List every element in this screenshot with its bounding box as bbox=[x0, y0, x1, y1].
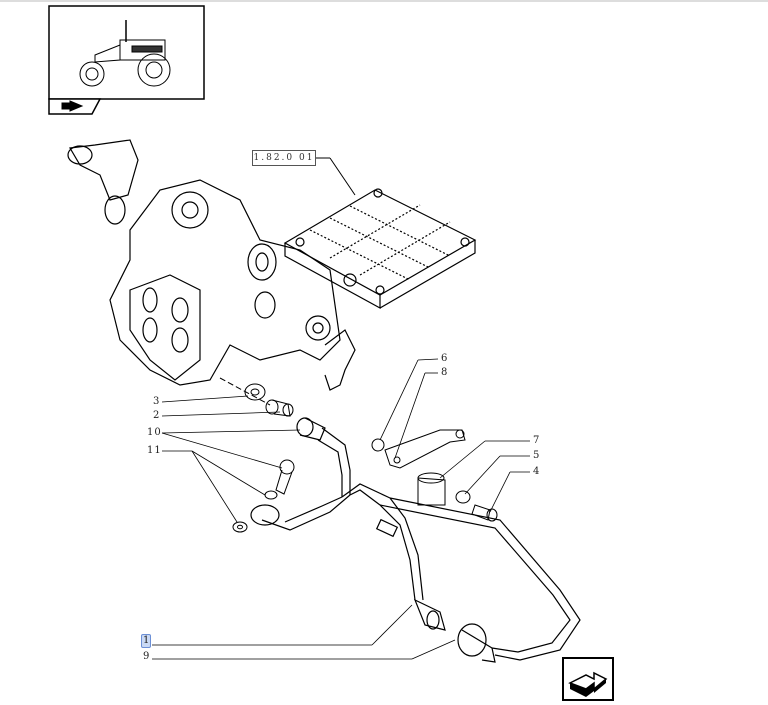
fitting-parts bbox=[232, 459, 295, 533]
tractor-thumbnail-icon[interactable] bbox=[48, 5, 205, 100]
bracket-part bbox=[371, 429, 466, 469]
callout-7[interactable]: 7 bbox=[533, 435, 541, 446]
washer-part bbox=[244, 383, 266, 401]
callout-9[interactable]: 9 bbox=[143, 651, 151, 662]
callout-8[interactable]: 8 bbox=[441, 367, 449, 378]
leader-lines bbox=[152, 358, 530, 660]
callout-5[interactable]: 5 bbox=[533, 450, 541, 461]
reference-code-box[interactable]: 1.82.0 01 bbox=[252, 150, 316, 166]
clamp-part bbox=[417, 472, 446, 506]
rear-axle-housing bbox=[67, 139, 477, 391]
callout-1[interactable]: 1 bbox=[143, 635, 151, 646]
washer-5-part bbox=[455, 490, 471, 504]
back-arrow-icon[interactable] bbox=[48, 98, 102, 115]
callout-2[interactable]: 2 bbox=[153, 410, 161, 421]
next-page-arrow-icon bbox=[568, 671, 608, 697]
callout-4[interactable]: 4 bbox=[533, 466, 541, 477]
callout-10[interactable]: 10 bbox=[147, 427, 162, 438]
bolt-part bbox=[471, 504, 498, 522]
callout-6[interactable]: 6 bbox=[441, 353, 449, 364]
next-page-button[interactable] bbox=[562, 657, 614, 701]
ref-leader-diag bbox=[329, 157, 356, 196]
pipe-assembly bbox=[250, 417, 581, 663]
callout-11[interactable]: 11 bbox=[147, 445, 162, 456]
callout-3[interactable]: 3 bbox=[153, 396, 161, 407]
adapter-part bbox=[265, 399, 294, 417]
callout-1-highlight bbox=[141, 634, 151, 648]
